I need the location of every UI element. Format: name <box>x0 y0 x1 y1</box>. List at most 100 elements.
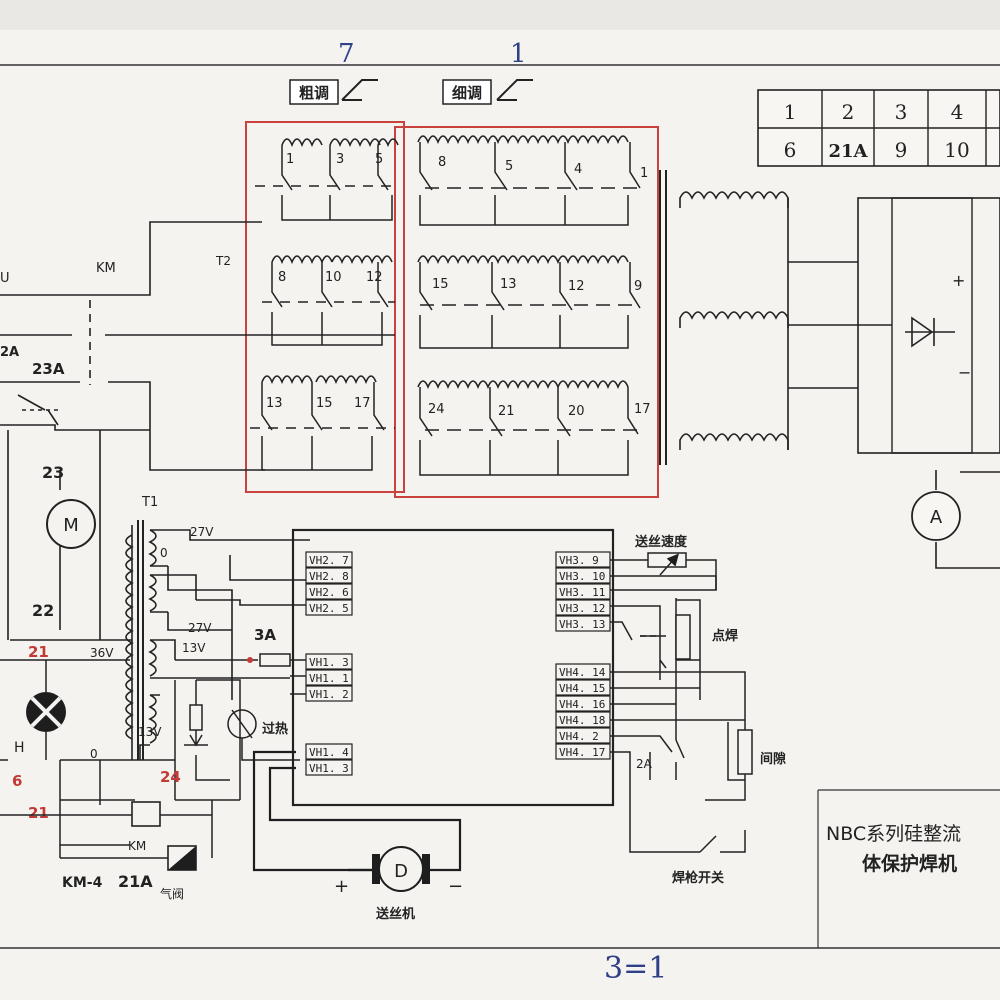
t1-label: T1 <box>141 495 158 510</box>
pin-label: VH1. 3 <box>309 762 349 775</box>
svg-text:17: 17 <box>354 396 371 411</box>
svg-text:17: 17 <box>634 402 651 417</box>
v27b-label: 27V <box>188 621 212 635</box>
node-6: 6 <box>12 772 22 790</box>
t2-label: T2 <box>215 254 231 268</box>
pin-box <box>305 743 353 760</box>
secondary-coils <box>679 191 892 450</box>
pin-label: VH3. 11 <box>559 586 605 599</box>
svg-text:13: 13 <box>266 396 283 411</box>
km-coil: KM <box>0 800 213 858</box>
handwritten-note: 3=1 <box>604 951 667 986</box>
right-control-wiring <box>610 559 746 853</box>
node-21-top: 21 <box>28 643 49 661</box>
control-board <box>291 528 615 807</box>
pin-label: VH4. 15 <box>559 682 605 695</box>
pin-label: VH3. 9 <box>559 554 599 567</box>
svg-text:12: 12 <box>568 279 585 294</box>
pin-box <box>555 583 611 600</box>
title-line-1: NBC系列硅整流 <box>826 823 961 845</box>
ammeter: A <box>911 470 1000 569</box>
svg-text:1: 1 <box>286 152 294 167</box>
coarse-coils <box>261 138 399 385</box>
fine-adjust-label: 细调 1 <box>442 39 533 105</box>
pin-label: VH3. 10 <box>559 570 605 583</box>
23a-label: 23A <box>32 360 65 378</box>
pin-label: VH4. 16 <box>559 698 605 711</box>
svg-text:8: 8 <box>278 270 286 285</box>
pin-label: VH4. 18 <box>559 714 605 727</box>
feed-speed-label: 送丝速度 <box>634 534 688 550</box>
rectifier-plus: + <box>952 271 965 290</box>
v13-label: 13V <box>182 641 206 655</box>
svg-text:4: 4 <box>574 162 582 177</box>
motor-m: M <box>46 499 96 549</box>
pin-box <box>305 669 353 686</box>
pin-label: VH1. 2 <box>309 688 349 701</box>
torch-switch: 焊枪开关 <box>672 835 724 886</box>
pin-box <box>305 551 353 568</box>
coarse-switches <box>250 145 395 471</box>
tap-table: 1 2 3 4 6 21A 9 10 <box>757 89 1000 167</box>
svg-text:24: 24 <box>428 402 445 417</box>
pin-box <box>305 567 353 584</box>
left-primary-wiring <box>0 221 395 641</box>
table-cell: 1 <box>784 100 797 124</box>
svg-text:21: 21 <box>498 404 515 419</box>
feeder-motor: D <box>372 846 430 892</box>
feeder-plus: + <box>334 876 349 897</box>
pin-label: VH2. 5 <box>309 602 349 615</box>
table-cell: 3 <box>895 100 908 124</box>
2a-right-label: 2A <box>636 757 653 771</box>
title-line-2: 体保护焊机 <box>862 852 957 875</box>
gap-pot: 间隙 <box>737 729 786 775</box>
motor-label: M <box>63 515 79 536</box>
fuse-3a: 3A <box>247 626 291 667</box>
v13b-label: 13V <box>138 725 162 739</box>
svg-text:8: 8 <box>438 155 446 170</box>
pin-box <box>305 653 353 670</box>
km4-label: KM-4 <box>62 875 103 891</box>
feeder-wiring <box>252 750 462 872</box>
node-24: 24 <box>160 768 181 786</box>
node-23: 23 <box>42 463 64 482</box>
svg-text:5: 5 <box>375 152 383 167</box>
svg-text:15: 15 <box>316 396 333 411</box>
fine-tap-numbers: 8 5 4 1 15 13 12 9 24 21 20 17 <box>428 155 651 419</box>
v36-label: 36V <box>90 646 114 660</box>
paper-edge <box>0 0 1000 30</box>
v0-label: 0 <box>160 546 168 560</box>
table-cell: 21A <box>828 141 868 162</box>
gap-label: 间隙 <box>760 751 786 767</box>
pin-label: VH4. 17 <box>559 746 605 759</box>
motor-d-label: D <box>394 861 408 882</box>
pin-box <box>305 685 353 702</box>
feeder-minus: − <box>448 876 463 897</box>
feed-speed-pot: 送丝速度 <box>634 534 688 576</box>
coarse-tap-box <box>245 121 405 493</box>
thermal-label: 过热 <box>262 721 288 737</box>
h-label: H <box>14 740 25 756</box>
km-box-label: KM <box>128 839 146 853</box>
u-label: U <box>0 271 10 286</box>
coarse-label-text: 粗调 <box>299 84 329 102</box>
transformer-core <box>659 170 667 465</box>
wire-feeder-label: 送丝机 <box>375 906 415 922</box>
svg-text:15: 15 <box>432 277 449 292</box>
pin-box <box>555 599 611 616</box>
coarse-adjust-label: 粗调 7 <box>289 39 378 105</box>
pin-box <box>305 583 353 600</box>
pin-label: VH4. 2 <box>559 730 599 743</box>
svg-text:12: 12 <box>366 270 383 285</box>
fine-label-text: 细调 <box>452 84 482 102</box>
svg-text:3: 3 <box>336 152 344 167</box>
fine-tap-box <box>394 126 659 498</box>
pin-label: VH1. 4 <box>309 746 349 759</box>
svg-text:9: 9 <box>634 279 642 294</box>
pin-label: VH2. 6 <box>309 586 349 599</box>
coarse-tap-numbers: 1 3 5 8 10 12 13 15 17 <box>266 152 383 411</box>
pin-label: VH1. 1 <box>309 672 349 685</box>
